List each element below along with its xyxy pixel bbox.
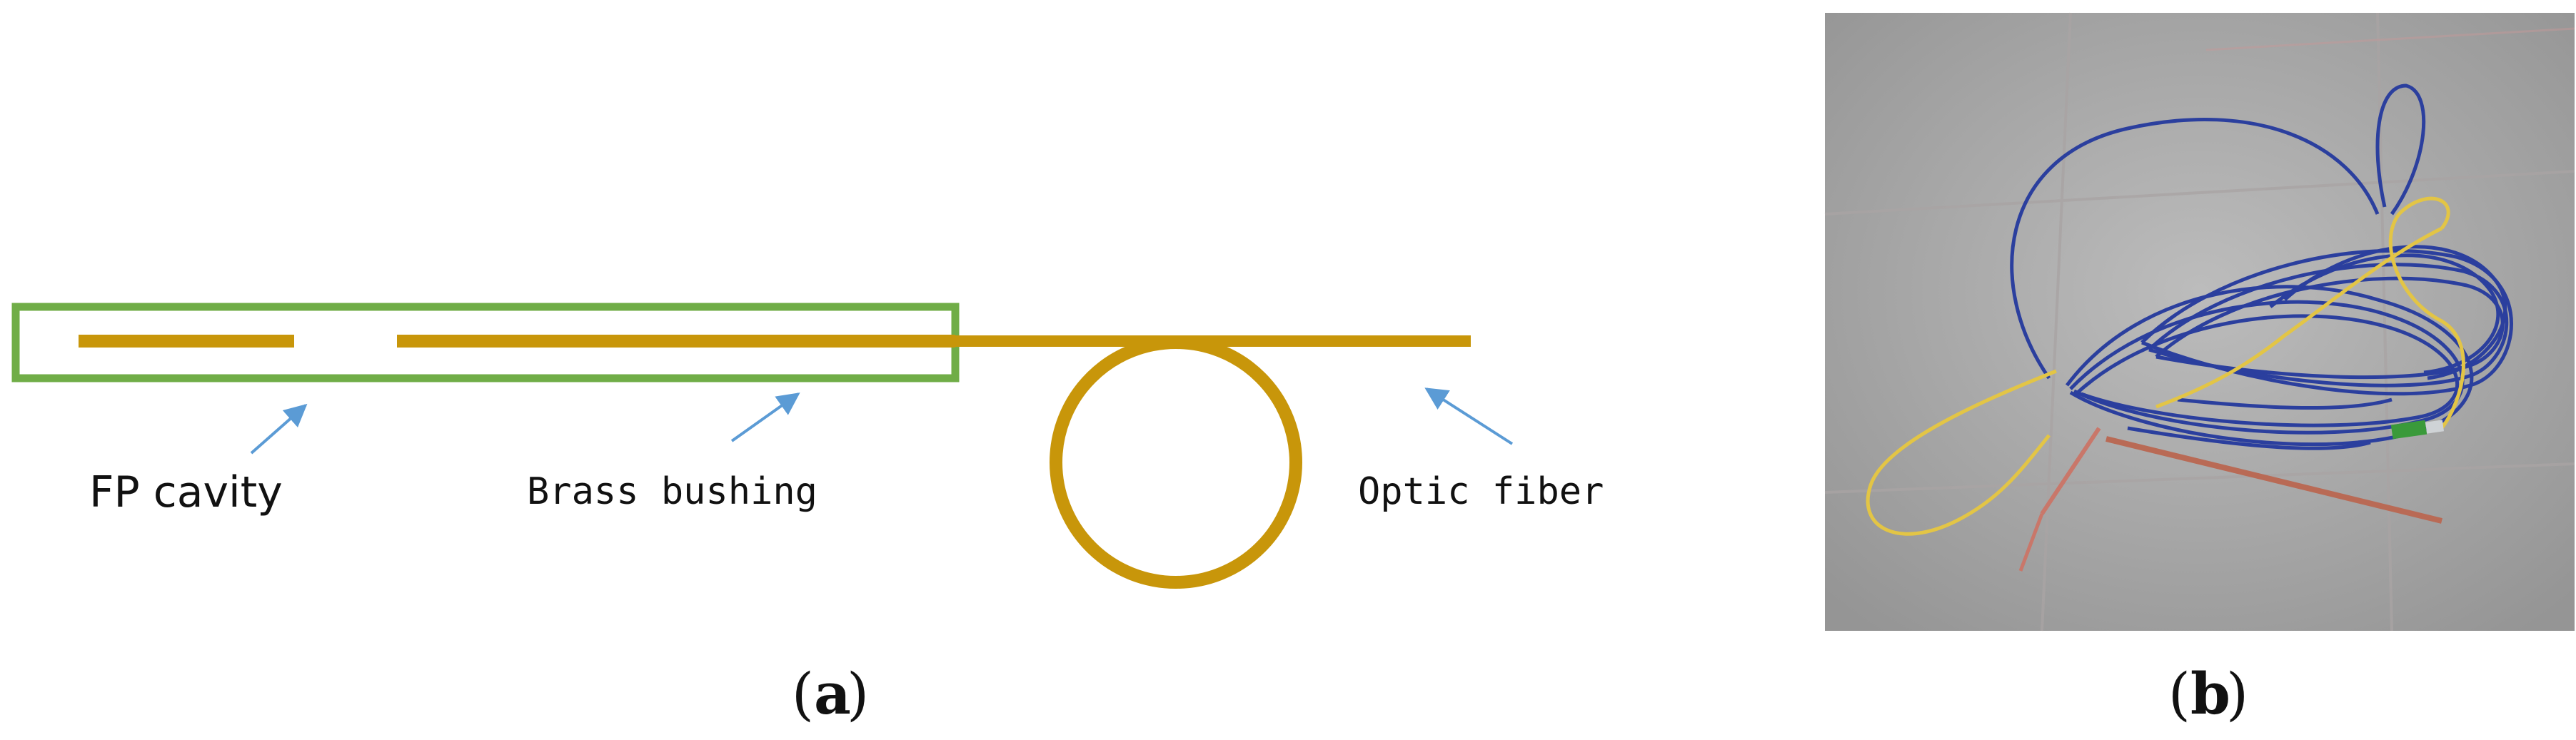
optic-fiber-label: Optic fiber bbox=[1358, 470, 1604, 513]
svg-text:(: ( bbox=[2168, 661, 2190, 727]
brass-bushing-label: Brass bushing bbox=[527, 470, 817, 513]
optic-fiber-arrow bbox=[1424, 387, 1514, 445]
brass-sensor-tube bbox=[2105, 436, 2442, 524]
optic-fiber-loop bbox=[1050, 336, 1302, 589]
photo-background bbox=[1825, 13, 2575, 631]
panel-b-caption: ( b ) bbox=[2168, 660, 2248, 727]
panel-a-schematic: FP cavity Brass bushing Optic fiber bbox=[11, 303, 1604, 589]
panel-a-caption: ( a ) bbox=[792, 660, 869, 727]
panel-a-letter: a bbox=[814, 660, 851, 727]
svg-text:): ) bbox=[847, 661, 869, 727]
brass-bushing-arrow bbox=[730, 392, 800, 442]
panel-b-letter: b bbox=[2190, 660, 2230, 727]
fiber-connector bbox=[2390, 420, 2427, 440]
panel-b-photo bbox=[1824, 12, 2575, 632]
yellow-fiber-pigtail bbox=[1866, 196, 2465, 536]
sensor-tube-cable bbox=[2040, 427, 2101, 515]
svg-text:): ) bbox=[2226, 661, 2248, 727]
floor-tile-seams bbox=[1824, 12, 2575, 632]
fp-cavity-label: FP cavity bbox=[89, 467, 283, 517]
svg-text:(: ( bbox=[792, 661, 814, 727]
fp-cavity-arrow bbox=[250, 403, 308, 455]
